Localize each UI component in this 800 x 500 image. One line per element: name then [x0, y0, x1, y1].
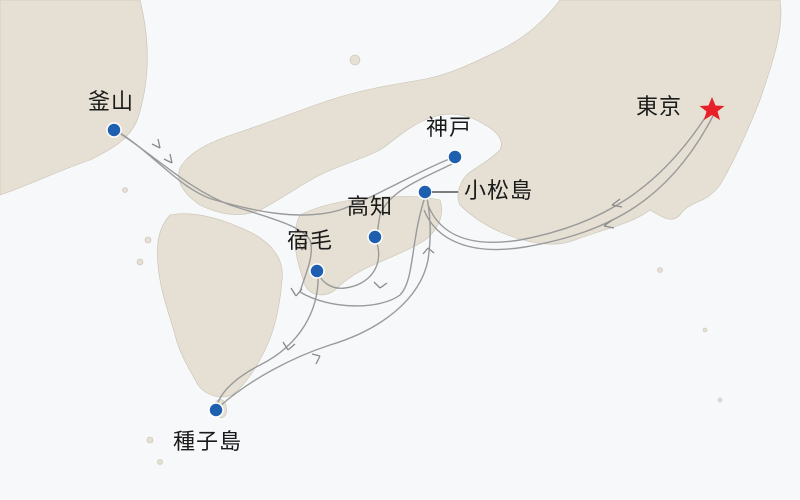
- islet: [144, 236, 152, 244]
- arrow-icon: [422, 247, 435, 255]
- arrow-icon: [603, 219, 615, 229]
- arrow-icon: [373, 281, 388, 289]
- route-busan-sukumo: [117, 131, 312, 293]
- land-shikoku: [294, 196, 442, 296]
- land-kyushu: [157, 213, 283, 398]
- direction-arrows: [151, 138, 623, 365]
- route-tanegashima-komatsushima: [219, 193, 431, 407]
- star-icon[interactable]: [699, 97, 725, 120]
- land-honshu: [178, 0, 782, 245]
- port-label-komatsushima: 小松島: [464, 179, 534, 204]
- route-kobe-busan: [114, 129, 453, 216]
- port-label-kobe: 神戸: [426, 116, 473, 141]
- port-label-tanegashima: 種子島: [173, 430, 243, 455]
- arrow-icon: [282, 341, 296, 351]
- port-label-kochi: 高知: [347, 195, 394, 220]
- port-kochi-marker[interactable]: [367, 229, 383, 245]
- port-komatsushima-marker[interactable]: [417, 184, 433, 200]
- arrow-icon: [163, 153, 173, 164]
- route-tokyo-komatsushima: [427, 109, 711, 244]
- route-sukumo-tanegashima: [215, 271, 319, 409]
- arrow-icon: [290, 287, 303, 297]
- route-loop-shikoku: [299, 193, 427, 307]
- islet: [349, 54, 361, 66]
- route-tokyo-komatsushima-2: [423, 113, 715, 251]
- islet: [146, 436, 154, 444]
- islet: [122, 187, 128, 193]
- port-tanegashima-marker[interactable]: [208, 402, 224, 418]
- port-busan-marker[interactable]: [106, 122, 122, 138]
- arrow-icon: [151, 138, 161, 149]
- arrow-icon: [311, 353, 321, 365]
- islet: [717, 397, 723, 403]
- route-kochi-sukumo: [317, 239, 380, 289]
- islet: [157, 459, 163, 465]
- port-label-busan: 釜山: [88, 90, 135, 115]
- landmasses: [0, 0, 782, 465]
- port-label-sukumo: 宿毛: [287, 229, 334, 254]
- islet: [657, 267, 663, 273]
- islet: [136, 258, 144, 266]
- port-kobe-marker[interactable]: [447, 149, 463, 165]
- islet: [702, 327, 708, 333]
- arrow-icon: [611, 198, 623, 208]
- port-sukumo-marker[interactable]: [309, 263, 325, 279]
- land-korea: [0, 0, 148, 196]
- arrow-icon: [297, 241, 308, 251]
- port-label-tokyo: 東京: [636, 95, 683, 120]
